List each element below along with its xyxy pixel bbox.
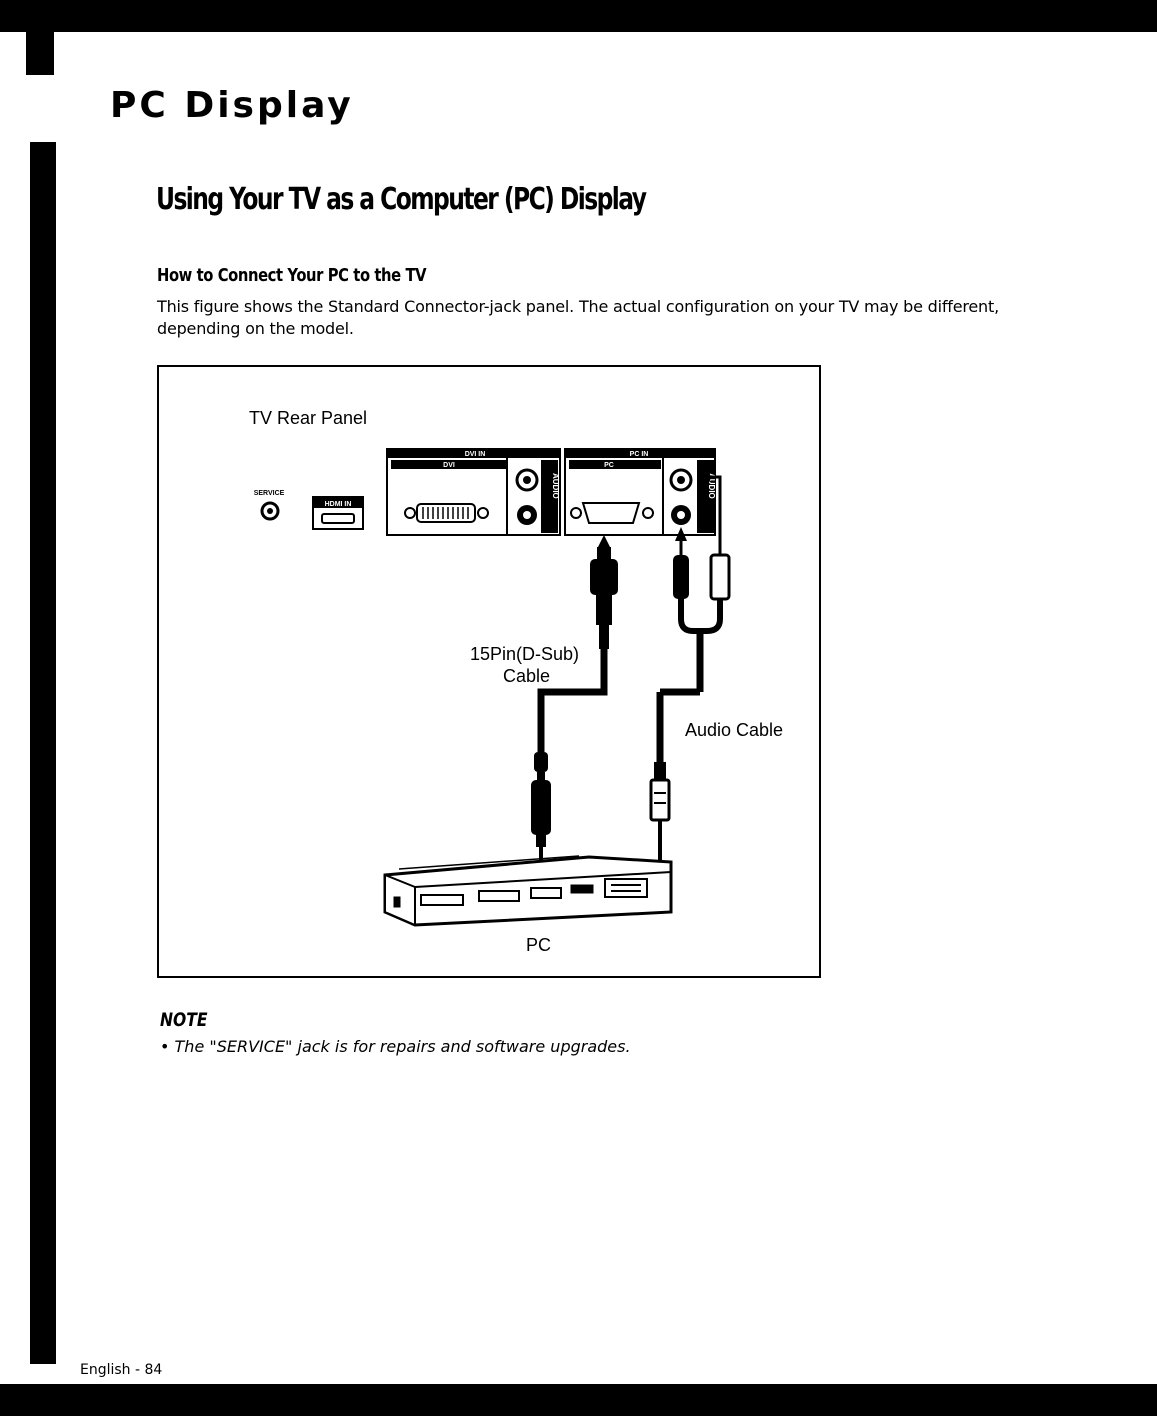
dsub-cable-label-line1: 15Pin(D-Sub) [470, 644, 580, 664]
svg-text:DVI IN: DVI IN [465, 451, 486, 458]
service-jack-label: SERVICE [254, 490, 285, 497]
intro-paragraph: This figure shows the Standard Connector… [157, 297, 999, 338]
note-title: NOTE [160, 1009, 208, 1031]
connection-diagram-art: SERVICE HDMI IN DVI IN DVI AUDIO [254, 448, 731, 927]
connection-diagram: SERVICE HDMI IN DVI IN DVI AUDIO [157, 365, 821, 978]
dsub-cable-label-line2: Cable [503, 666, 551, 686]
svg-text:HDMI IN: HDMI IN [325, 501, 352, 508]
page-number: English - 84 [80, 1362, 163, 1378]
tv-rear-panel-label: TV Rear Panel [249, 408, 368, 428]
service-jack [260, 501, 280, 521]
audio-cable-label: Audio Cable [685, 720, 784, 740]
bottom-black-bar [0, 1384, 1157, 1416]
page-heading: Using Your TV as a Computer (PC) Display [156, 182, 647, 217]
dsub-connector [581, 502, 641, 524]
svg-text:PC: PC [604, 462, 614, 469]
audio-cable [649, 472, 731, 905]
top-black-bar [0, 0, 1157, 32]
svg-text:AUDIO: AUDIO [551, 473, 560, 499]
dvi-connector [416, 503, 476, 523]
section-title: PC Display [110, 85, 354, 126]
left-black-bar [30, 142, 56, 1364]
sub-heading: How to Connect Your PC to the TV [157, 265, 427, 286]
note-item: • The "SERVICE" jack is for repairs and … [160, 1037, 631, 1056]
pc-device [383, 855, 673, 927]
svg-text:AUDIO: AUDIO [707, 473, 716, 499]
svg-text:DVI: DVI [443, 462, 455, 469]
svg-text:PC IN: PC IN [630, 451, 649, 458]
pc-device-label: PC [526, 935, 552, 955]
left-tab-marker [26, 32, 54, 75]
